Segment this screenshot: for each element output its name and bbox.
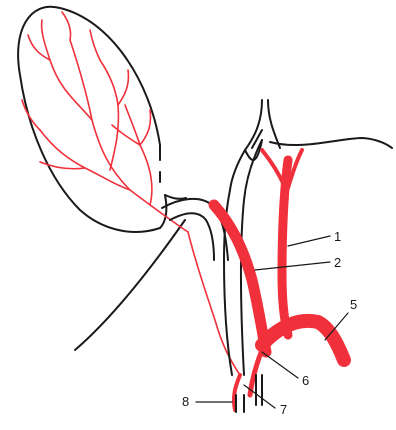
artery-branch	[42, 20, 92, 120]
bile-duct-end	[236, 395, 244, 412]
cystic-duct-inner	[170, 213, 214, 260]
leader-line-2	[255, 262, 330, 270]
artery-branch	[118, 70, 128, 105]
label-2: 2	[334, 255, 341, 270]
liver-lower-edge	[75, 220, 185, 350]
artery-branch	[90, 30, 100, 60]
artery-branch	[100, 60, 118, 170]
label-7: 7	[280, 402, 287, 417]
label-5: 5	[350, 297, 357, 312]
bile-duct-end-right	[256, 375, 262, 405]
artery-branch	[140, 110, 151, 145]
label-1: 1	[334, 229, 341, 244]
portal-vein-branch-left	[262, 150, 284, 185]
leader-line-6	[262, 352, 298, 378]
artery-branch	[62, 12, 71, 40]
liver-edge	[270, 138, 392, 148]
common-hepatic-artery	[262, 321, 344, 360]
label-8: 8	[182, 394, 189, 409]
label-6: 6	[302, 373, 309, 388]
right-hepatic-duct	[230, 100, 262, 190]
gallbladder-neck-outline	[160, 145, 186, 199]
leader-line-1	[288, 236, 330, 246]
left-hepatic-duct	[268, 100, 280, 148]
